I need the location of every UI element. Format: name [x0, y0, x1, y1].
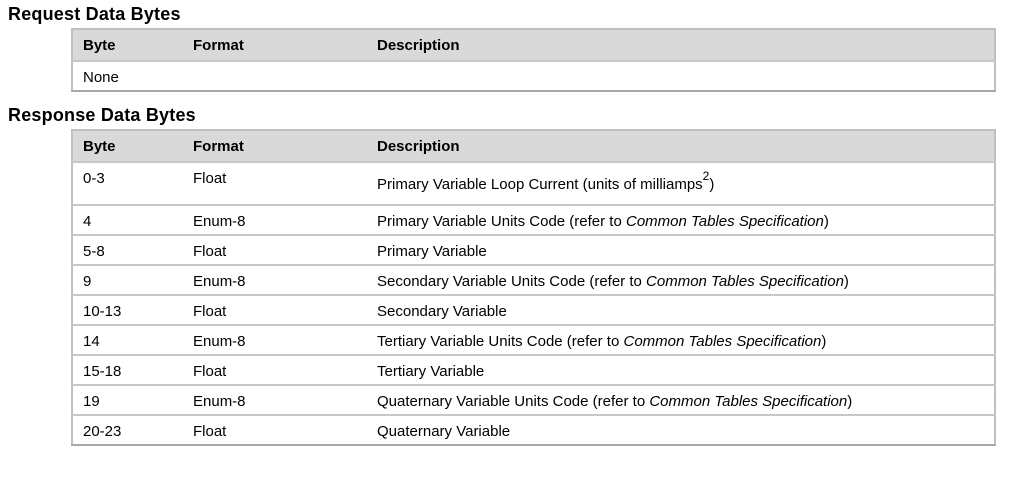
- cell-format: Enum-8: [183, 265, 367, 296]
- cell-byte: 14: [71, 325, 183, 356]
- table-row: 20-23 Float Quaternary Variable: [71, 415, 996, 446]
- description-text: Secondary Variable Units Code (refer to: [377, 273, 647, 290]
- description-text: Primary Variable Units Code (refer to: [377, 213, 626, 230]
- table-row: 19 Enum-8 Quaternary Variable Units Code…: [71, 385, 996, 416]
- cell-format: Enum-8: [183, 205, 367, 236]
- description-suffix: ): [823, 213, 829, 230]
- description-suffix: ): [821, 333, 827, 350]
- table-header-row: Byte Format Description: [71, 129, 996, 163]
- cell-description: Primary Variable Units Code (refer to Co…: [367, 205, 996, 236]
- cell-format: Float: [183, 235, 367, 266]
- table-row: 0-3 Float Primary Variable Loop Current …: [71, 162, 996, 206]
- response-table: Byte Format Description 0-3 Float Primar…: [71, 129, 996, 446]
- column-header-format: Format: [183, 28, 367, 62]
- cell-description: Tertiary Variable: [367, 355, 996, 386]
- cell-description: Primary Variable Loop Current (units of …: [367, 162, 996, 206]
- description-text: Tertiary Variable Units Code (refer to: [377, 333, 624, 350]
- table-row: 5-8 Float Primary Variable: [71, 235, 996, 266]
- spec-reference: Common Tables Specification: [623, 333, 822, 350]
- cell-byte: 4: [71, 205, 183, 236]
- cell-description: Quaternary Variable Units Code (refer to…: [367, 385, 996, 416]
- cell-byte: 9: [71, 265, 183, 296]
- cell-byte: 19: [71, 385, 183, 416]
- cell-description: Primary Variable: [367, 235, 996, 266]
- table-header-row: Byte Format Description: [71, 28, 996, 62]
- cell-format: Float: [183, 162, 367, 206]
- cell-description: Quaternary Variable: [367, 415, 996, 446]
- description-suffix: ): [843, 273, 849, 290]
- cell-description: Secondary Variable Units Code (refer to …: [367, 265, 996, 296]
- request-section-title: Request Data Bytes: [8, 4, 181, 24]
- cell-format: [183, 61, 367, 92]
- column-header-description: Description: [367, 129, 996, 163]
- cell-byte: None: [71, 61, 183, 92]
- description-suffix: ): [709, 176, 715, 193]
- column-header-description: Description: [367, 28, 996, 62]
- cell-description: Secondary Variable: [367, 295, 996, 326]
- description-text: Quaternary Variable Units Code (refer to: [377, 393, 650, 410]
- cell-format: Enum-8: [183, 325, 367, 356]
- description-text: Primary Variable Loop Current (units of …: [377, 176, 703, 193]
- cell-byte: 10-13: [71, 295, 183, 326]
- column-header-byte: Byte: [71, 28, 183, 62]
- table-row: 4 Enum-8 Primary Variable Units Code (re…: [71, 205, 996, 236]
- cell-format: Enum-8: [183, 385, 367, 416]
- cell-description: [367, 61, 996, 92]
- table-row: 15-18 Float Tertiary Variable: [71, 355, 996, 386]
- spec-reference: Common Tables Specification: [649, 393, 848, 410]
- column-header-byte: Byte: [71, 129, 183, 163]
- table-row: 14 Enum-8 Tertiary Variable Units Code (…: [71, 325, 996, 356]
- response-section-title: Response Data Bytes: [8, 105, 196, 125]
- description-suffix: ): [847, 393, 853, 410]
- cell-byte: 15-18: [71, 355, 183, 386]
- footnote-marker: 2: [702, 169, 710, 183]
- cell-byte: 5-8: [71, 235, 183, 266]
- cell-format: Float: [183, 415, 367, 446]
- table-row: 9 Enum-8 Secondary Variable Units Code (…: [71, 265, 996, 296]
- table-row: 10-13 Float Secondary Variable: [71, 295, 996, 326]
- cell-format: Float: [183, 295, 367, 326]
- cell-format: Float: [183, 355, 367, 386]
- spec-reference: Common Tables Specification: [625, 213, 824, 230]
- cell-description: Tertiary Variable Units Code (refer to C…: [367, 325, 996, 356]
- cell-byte: 20-23: [71, 415, 183, 446]
- request-table: Byte Format Description None: [71, 28, 996, 92]
- table-row: None: [71, 61, 996, 92]
- spec-reference: Common Tables Specification: [646, 273, 844, 290]
- column-header-format: Format: [183, 129, 367, 163]
- cell-byte: 0-3: [71, 162, 183, 206]
